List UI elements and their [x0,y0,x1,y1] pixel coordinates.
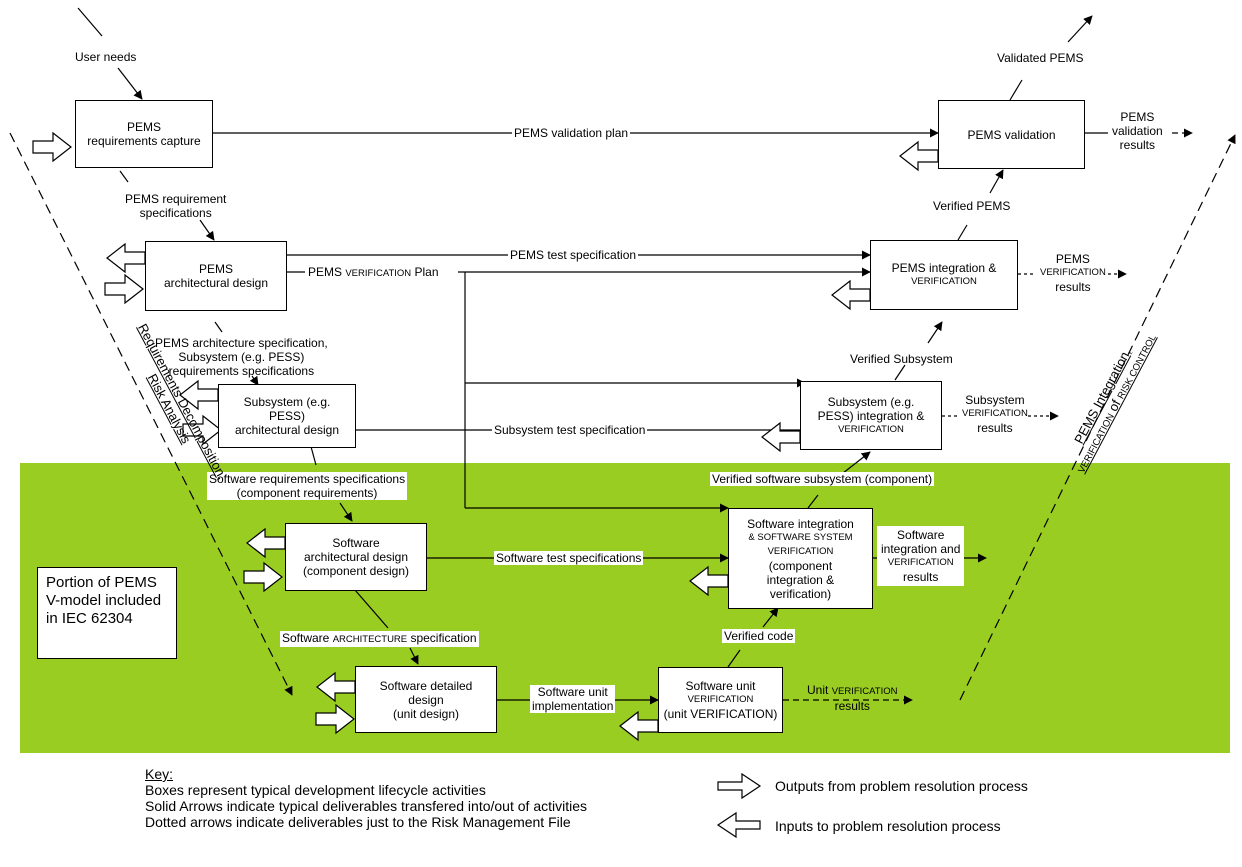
input-arrow [246,527,286,559]
verified-subsystem-label: Verified Subsystem [850,352,953,366]
user-needs-label: User needs [75,50,137,64]
legend-outputs-label: Outputs from problem resolution process [775,778,1028,794]
input-arrow [831,279,871,311]
pems-test-specification-label: PEMS test specification [508,248,639,262]
input-arrow [761,421,801,453]
pems-architecture-specification-label: PEMS architecture specification,Subsyste… [155,336,328,378]
pems-validation-plan-label: PEMS validation plan [512,126,631,140]
subsystem-test-specification-label: Subsystem test specification [492,423,648,437]
input-arrow [179,379,219,411]
output-arrow [32,131,72,163]
verified-software-subsystem-label: Verified software subsystem (component) [710,472,935,486]
key-line: Solid Arrows indicate typical deliverabl… [145,798,587,814]
software-requirements-specifications-label: Software requirements specifications(com… [207,472,408,500]
output-arrow [243,561,283,593]
iec-62304-portion-note: Portion of PEMS V-model included in IEC … [37,567,177,659]
subsystem-architectural-design-box: Subsystem (e.g.PESS)architectural design [218,384,356,448]
key-line: Boxes represent typical development life… [145,782,486,798]
key-title: Key: [145,766,174,782]
pems-verification-plan-label: PEMS Verification Plan [308,265,439,279]
verified-pems-label: Verified PEMS [933,199,1011,213]
input-arrow [899,140,939,172]
output-arrow [182,414,222,446]
input-arrow [316,671,356,703]
iec-62304-region [20,463,1230,753]
output-arrow [315,703,355,735]
software-test-specifications-label: Software test specifications [494,551,644,565]
legend-input-arrow [716,811,761,839]
output-arrow [104,273,144,305]
subsystem-integration-verification-box: Subsystem (e.g.PESS) integration &VERIFI… [800,381,942,450]
input-arrow [689,565,729,597]
input-arrow [619,710,659,742]
pems-integration-verification-box: PEMS integration &VERIFICATION [870,240,1018,310]
unit-verification-results-label: Unit Verificationresults [807,683,898,713]
legend-inputs-label: Inputs to problem resolution process [775,818,1001,834]
verified-code-label: Verified code [722,629,796,643]
input-arrow [106,242,146,274]
pems-validation-box: PEMS validation [938,100,1085,169]
validated-pems-label: Validated PEMS [997,51,1084,65]
key-section: Key: Boxes represent typical development… [145,766,587,830]
key-line: Dotted arrows indicate deliverables just… [145,814,571,830]
software-architecture-specification-label: Software Architecture specification [280,631,479,647]
legend-output-arrow [717,772,762,800]
